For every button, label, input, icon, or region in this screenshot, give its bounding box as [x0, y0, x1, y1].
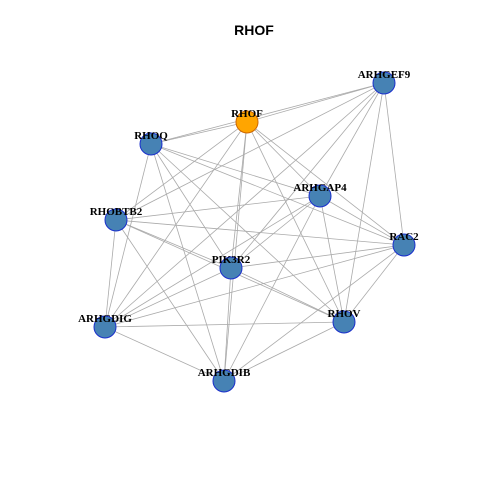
edge-arhgef9-rhov — [343, 82, 385, 323]
node-circle[interactable] — [219, 256, 243, 280]
edge-rhobtb2-rac2 — [115, 219, 405, 246]
node-pik3r2[interactable]: PIK3R2 — [212, 254, 251, 280]
edge-arhgap4-arhgdig — [104, 195, 321, 328]
edge-arhgap4-pik3r2 — [230, 195, 321, 269]
node-arhgef9[interactable]: ARHGEF9 — [358, 69, 411, 95]
edge-arhgef9-rhof — [246, 82, 385, 123]
edge-arhgef9-rac2 — [383, 82, 405, 246]
node-arhgdig[interactable]: ARHGDIG — [78, 313, 132, 339]
edge-rac2-rhov — [343, 244, 405, 323]
node-label: RHOF — [231, 108, 263, 120]
node-circle[interactable] — [212, 369, 236, 393]
edge-arhgdig-rhov — [104, 321, 345, 328]
edge-rhof-pik3r2 — [230, 121, 248, 269]
edge-rhov-arhgdib — [223, 321, 345, 382]
edge-rhobtb2-arhgdig — [104, 219, 117, 328]
node-label: ARHGEF9 — [358, 69, 411, 81]
node-rhof[interactable]: RHOF — [231, 108, 263, 134]
edge-arhgap4-rac2 — [319, 195, 405, 246]
node-circle[interactable] — [139, 132, 163, 156]
node-circle[interactable] — [308, 184, 332, 208]
edge-arhgap4-arhgdib — [223, 195, 321, 382]
edge-arhgef9-rhobtb2 — [115, 82, 385, 221]
node-circle[interactable] — [392, 233, 416, 257]
node-circle[interactable] — [332, 310, 356, 334]
node-circle[interactable] — [235, 110, 259, 134]
edge-rac2-arhgdig — [104, 244, 405, 328]
edge-rhobtb2-arhgdib — [115, 219, 225, 382]
edge-rhoq-rhov — [150, 143, 345, 323]
edge-rhoq-arhgdig — [104, 143, 152, 328]
edge-arhgap4-rhobtb2 — [115, 195, 321, 221]
node-label: PIK3R2 — [212, 254, 251, 266]
node-rhov[interactable]: RHOV — [328, 308, 361, 334]
edge-arhgdig-arhgdib — [104, 326, 225, 382]
node-rhobtb2[interactable]: RHOBTB2 — [90, 206, 143, 232]
node-arhgdib[interactable]: ARHGDIB — [198, 367, 251, 393]
node-label: RHOV — [328, 308, 361, 320]
edge-pik3r2-arhgdig — [104, 267, 232, 328]
edge-arhgef9-pik3r2 — [230, 82, 385, 269]
edge-rhof-arhgdib — [223, 121, 248, 382]
node-label: RHOBTB2 — [90, 206, 143, 218]
edges-layer — [104, 82, 405, 382]
edge-rhof-rac2 — [246, 121, 405, 246]
node-label: ARHGAP4 — [293, 182, 347, 194]
edge-rac2-pik3r2 — [230, 244, 405, 269]
node-label: RAC2 — [389, 231, 419, 243]
node-rac2[interactable]: RAC2 — [389, 231, 419, 257]
edge-rhof-arhgap4 — [246, 121, 321, 197]
edge-rhof-rhov — [246, 121, 345, 323]
edge-rhoq-arhgdib — [150, 143, 225, 382]
diagram-title: RHOF — [234, 22, 274, 38]
edge-rac2-arhgdib — [223, 244, 405, 382]
node-label: RHOQ — [134, 130, 168, 142]
node-circle[interactable] — [104, 208, 128, 232]
edge-arhgap4-rhov — [319, 195, 345, 323]
node-label: ARHGDIG — [78, 313, 132, 325]
node-rhoq[interactable]: RHOQ — [134, 130, 168, 156]
node-circle[interactable] — [372, 71, 396, 95]
node-circle[interactable] — [93, 315, 117, 339]
edge-arhgef9-rhoq — [150, 82, 385, 145]
edge-pik3r2-rhov — [230, 267, 345, 323]
edge-arhgef9-arhgap4 — [319, 82, 385, 197]
node-arhgap4[interactable]: ARHGAP4 — [293, 182, 347, 208]
edge-rhof-rhoq — [150, 121, 248, 145]
edge-rhobtb2-pik3r2 — [115, 219, 232, 269]
edge-rhof-rhobtb2 — [115, 121, 248, 221]
node-label: ARHGDIB — [198, 367, 251, 379]
edge-rhoq-arhgap4 — [150, 143, 321, 197]
edge-rhoq-pik3r2 — [150, 143, 232, 269]
edge-rhoq-rac2 — [150, 143, 405, 246]
